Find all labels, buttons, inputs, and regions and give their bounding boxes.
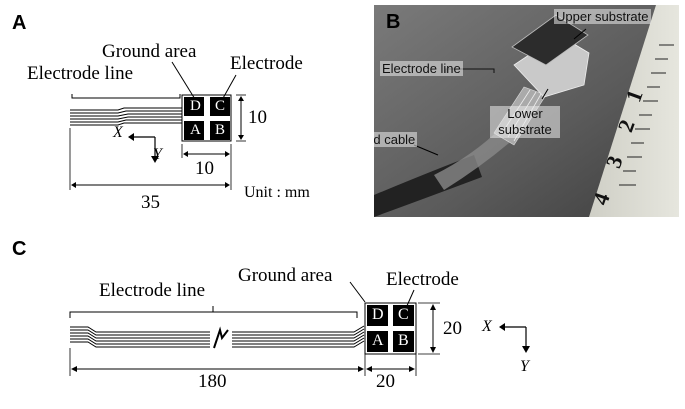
a-electrode-label: Electrode: [230, 53, 303, 74]
c-pad-b: [393, 331, 414, 352]
a-axis-y-label: Y: [153, 146, 162, 163]
a-pad-b: [210, 121, 230, 140]
a-dim-height: 10: [248, 107, 267, 128]
upper-substrate: [511, 14, 589, 66]
c-pad-b-label: B: [398, 332, 409, 349]
a-pad-c: [210, 97, 230, 116]
c-pad-a: [367, 331, 388, 352]
b-shielded-cable-label: Shielded cable: [374, 132, 418, 147]
a-axis-x-label: X: [113, 124, 123, 141]
a-pad-b-label: B: [215, 122, 226, 138]
a-unit-label: Unit : mm: [244, 184, 310, 201]
b-electrode-line-label: Electrode line: [380, 61, 463, 76]
c-axis-x-label: X: [482, 318, 492, 335]
c-electrode-line-label: Electrode line: [99, 280, 206, 301]
b-upper-substrate-label: Upper substrate: [554, 9, 651, 24]
a-line-bracket: [71, 94, 181, 99]
b-lower-substrate-label: Lower substrate: [490, 106, 560, 138]
a-pad-c-label: C: [215, 98, 226, 114]
panel-label-b: B: [386, 11, 401, 33]
c-pad-a-label: A: [372, 332, 384, 349]
panel-label-c: C: [12, 238, 27, 260]
panel-a-diagram: [69, 61, 246, 190]
panel-c-diagram: [69, 281, 530, 376]
c-dim-length: 180: [198, 371, 227, 392]
c-electrode-label: Electrode: [386, 269, 459, 290]
a-electrode-line-label: Electrode line: [27, 63, 134, 84]
ruler: [589, 5, 679, 217]
c-dim-height: 20: [443, 318, 462, 339]
c-pad-c-label: C: [398, 306, 409, 323]
a-pad-a-label: A: [190, 122, 201, 138]
a-dim-width: 10: [195, 158, 214, 179]
a-dim-length: 35: [141, 192, 160, 213]
c-axis-y-label: Y: [520, 358, 529, 375]
a-pad-a: [184, 121, 204, 140]
a-pad-d-label: D: [190, 98, 201, 114]
panel-b-photo: B Upper substrate Electrode line Lower s…: [374, 5, 679, 217]
a-ground-area-label: Ground area: [102, 41, 197, 62]
c-pad-c: [393, 305, 414, 326]
c-pad-d: [367, 305, 388, 326]
c-dim-width: 20: [376, 371, 395, 392]
panel-label-a: A: [12, 12, 27, 34]
c-pad-d-label: D: [372, 306, 384, 323]
a-pad-d: [184, 97, 204, 116]
a-electrode-traces: [70, 107, 186, 126]
c-ground-area-label: Ground area: [238, 265, 333, 286]
c-electrode-traces: [70, 325, 365, 348]
